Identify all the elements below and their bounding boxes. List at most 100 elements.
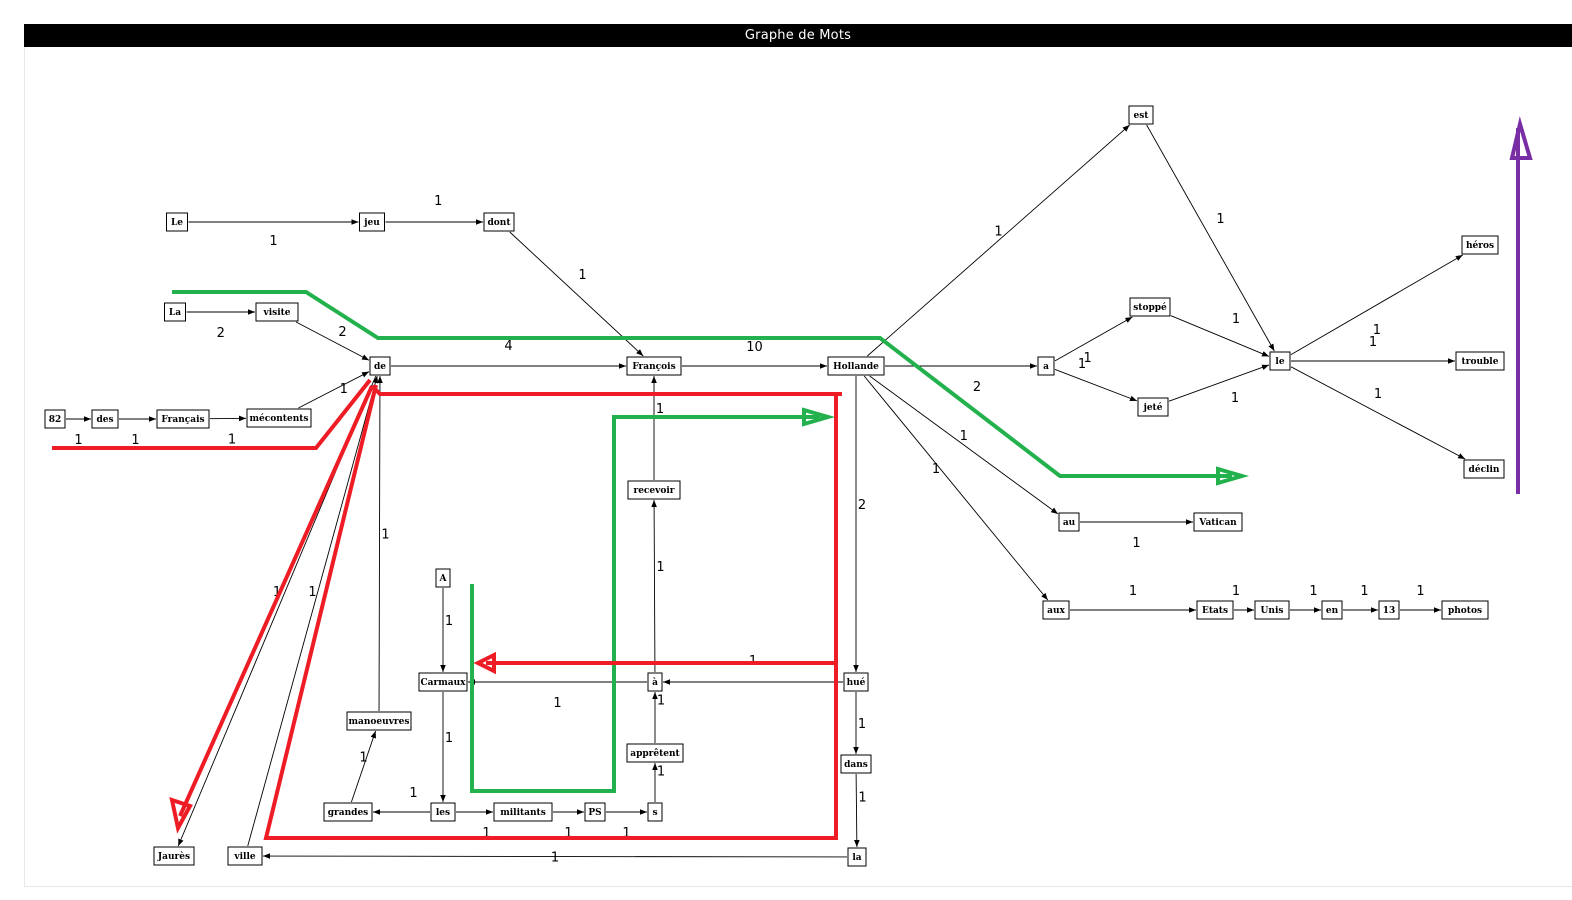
edge-weight-est-to-le: 1	[1216, 212, 1224, 227]
node-label: A	[439, 574, 448, 584]
edge-weight-a_grave-to-recevoir: 1	[656, 560, 664, 575]
node-hue[interactable]: hué	[843, 672, 869, 692]
edge-weight-a_top-to-jete: 1	[1078, 357, 1086, 372]
red-path-main	[263, 384, 838, 840]
node-est[interactable]: est	[1128, 105, 1154, 125]
window-title-bar[interactable]: Graphe de Mots	[24, 24, 1572, 47]
edge-weight-unis-to-en: 1	[1309, 584, 1317, 599]
node-label: héros	[1466, 240, 1494, 251]
edge-weight-s-to-appretent: 1	[657, 765, 665, 780]
node-label: de	[374, 362, 386, 372]
edge-weight-ps-to-s: 1	[622, 826, 630, 841]
edge-weight-recevoir-to-francois: 1	[656, 402, 664, 417]
edge-weight-militants-to-ps: 1	[564, 826, 572, 841]
node-label: 13	[1383, 606, 1396, 616]
node-recevoir[interactable]: recevoir	[627, 480, 681, 500]
node-n82[interactable]: 82	[44, 409, 66, 429]
edge-weight-grandes-to-manoeuvres: 1	[359, 751, 367, 766]
node-jeu[interactable]: jeu	[359, 212, 385, 232]
node-le_cap[interactable]: Le	[166, 212, 188, 232]
node-dans[interactable]: dans	[840, 754, 872, 774]
edge-weight-a_grave-to-carmaux: 1	[553, 696, 561, 711]
node-s[interactable]: s	[647, 802, 663, 822]
node-a_top[interactable]: a	[1037, 356, 1055, 376]
edge-weight-au-to-vatican: 1	[1132, 536, 1140, 551]
green-arrowhead-loop	[802, 407, 836, 427]
edge-weight-le-to-trouble: 1	[1369, 335, 1377, 350]
node-appretent[interactable]: apprêtent	[626, 743, 684, 763]
node-box	[1269, 351, 1291, 371]
edge-dont-to-francois	[509, 231, 644, 357]
node-box	[44, 409, 66, 429]
node-label: 82	[49, 415, 62, 425]
node-box	[227, 846, 263, 866]
edge-hollande-to-est	[867, 124, 1130, 357]
node-label: Unis	[1261, 606, 1284, 616]
node-n13[interactable]: 13	[1378, 600, 1400, 620]
node-jaures[interactable]: Jaurès	[153, 846, 195, 866]
node-carmaux[interactable]: Carmaux	[418, 672, 468, 692]
red-arrowhead-carmaux	[473, 651, 496, 675]
node-box	[493, 802, 553, 822]
node-visite[interactable]: visite	[255, 302, 299, 322]
edge-la-to-ville	[262, 853, 848, 859]
red-path-to-jaures	[178, 385, 374, 817]
node-stoppe[interactable]: stoppé	[1129, 297, 1171, 317]
edge-weight-hollande-to-hue: 2	[858, 498, 866, 513]
node-grandes[interactable]: grandes	[323, 802, 373, 822]
edge-weight-n13-to-photos: 1	[1416, 584, 1424, 599]
node-a_grave[interactable]: à	[647, 672, 663, 692]
node-au[interactable]: au	[1058, 512, 1080, 532]
node-box	[1037, 356, 1055, 376]
edge-weight-hollande-to-est: 1	[994, 225, 1002, 240]
node-des[interactable]: des	[91, 409, 119, 429]
node-vatican[interactable]: Vatican	[1193, 512, 1243, 532]
node-box	[647, 802, 663, 822]
node-label: est	[1134, 111, 1150, 121]
node-box	[246, 408, 312, 428]
node-francois[interactable]: François	[626, 356, 682, 376]
node-manoeuvres[interactable]: manoeuvres	[346, 711, 412, 731]
node-jete[interactable]: jeté	[1137, 397, 1169, 417]
node-francais[interactable]: Français	[156, 409, 210, 429]
node-label: en	[1326, 606, 1339, 616]
node-etats[interactable]: Etats	[1196, 600, 1234, 620]
node-box	[1455, 351, 1505, 371]
node-la_cap[interactable]: La	[164, 302, 186, 322]
node-unis[interactable]: Unis	[1254, 600, 1290, 620]
edge-weight-dans-to-la: 1	[858, 791, 866, 806]
node-aux[interactable]: aux	[1042, 600, 1070, 620]
node-ps[interactable]: PS	[584, 802, 606, 822]
node-les[interactable]: les	[430, 802, 456, 822]
edge-weight-le_cap-to-jeu: 1	[269, 234, 277, 249]
node-en[interactable]: en	[1321, 600, 1343, 620]
edge-weight-jete-to-le: 1	[1231, 391, 1239, 406]
node-de[interactable]: de	[369, 356, 391, 376]
node-dont[interactable]: dont	[483, 212, 515, 232]
node-trouble[interactable]: trouble	[1455, 351, 1505, 371]
node-box	[1042, 600, 1070, 620]
node-box	[255, 302, 299, 322]
node-label: des	[96, 415, 113, 425]
node-la[interactable]: la	[847, 847, 867, 867]
node-box	[430, 802, 456, 822]
node-mecontents[interactable]: mécontents	[246, 408, 312, 428]
node-militants[interactable]: militants	[493, 802, 553, 822]
node-box	[827, 356, 885, 376]
node-label: Etats	[1202, 606, 1228, 616]
node-heros[interactable]: héros	[1461, 235, 1499, 255]
node-hollande[interactable]: Hollande	[827, 356, 885, 376]
edge-visite-to-de	[295, 321, 370, 361]
edge-weight-hollande-to-a_top: 2	[973, 380, 981, 395]
node-ville[interactable]: ville	[227, 846, 263, 866]
edge-weight-de-to-jaures: 1	[273, 585, 281, 600]
edge-weight-le-to-heros: 1	[1373, 323, 1381, 338]
node-a_cap[interactable]: A	[435, 568, 451, 588]
edge-weight-le-to-declin: 1	[1374, 387, 1382, 402]
node-le[interactable]: le	[1269, 351, 1291, 371]
node-label: à	[652, 677, 658, 688]
node-declin[interactable]: déclin	[1463, 459, 1505, 479]
node-photos[interactable]: photos	[1441, 600, 1489, 620]
